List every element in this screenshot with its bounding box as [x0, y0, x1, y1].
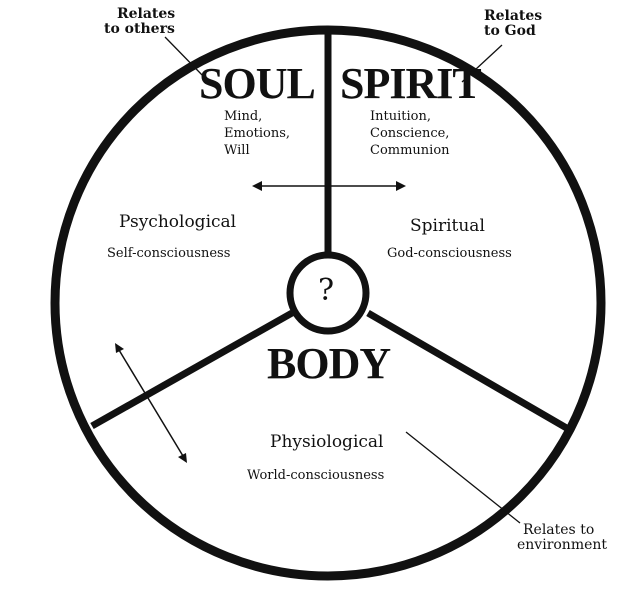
soul-faculties: Mind, Emotions, Will: [224, 108, 290, 159]
spirit-title: SPIRIT: [340, 59, 482, 108]
spirit-faculty-communion: Communion: [370, 143, 450, 158]
soul-relation-line1: Relates: [117, 6, 176, 22]
body-category: Physiological: [270, 432, 384, 452]
spirit-consciousness: God-consciousness: [387, 246, 512, 261]
soul-callout-line: [164, 36, 206, 79]
soul-body-double-arrow: [115, 343, 187, 463]
center-circle: [286, 251, 370, 335]
spirit-callout-line: [461, 44, 503, 83]
spirit-relation-line1: Relates: [484, 8, 543, 24]
soul-spirit-double-arrow: [252, 181, 406, 191]
spirit-category: Spiritual: [410, 216, 485, 236]
soul-faculty-mind: Mind,: [224, 109, 263, 124]
spirit-body-divider: [366, 309, 572, 434]
spirit-relation-callout: Relates to God: [484, 9, 542, 39]
spirit-faculty-intuition: Intuition,: [370, 109, 431, 124]
body-title: BODY: [267, 339, 391, 388]
soul-faculty-will: Will: [224, 143, 250, 158]
body-relation-callout: Relates to environment: [517, 523, 607, 553]
spirit-faculty-conscience: Conscience,: [370, 126, 450, 141]
soul-faculty-emotions: Emotions,: [224, 126, 291, 141]
soul-category: Psychological: [119, 212, 237, 232]
spirit-faculties: Intuition, Conscience, Communion: [370, 108, 450, 159]
center-question-mark: ?: [318, 273, 335, 308]
body-relation-line2: environment: [517, 537, 608, 553]
spirit-relation-line2: to God: [484, 23, 536, 39]
soul-relation-callout: Relates to others: [104, 7, 175, 37]
body-relation-line1: Relates to: [523, 522, 595, 538]
soul-relation-line2: to others: [104, 21, 175, 37]
soul-body-divider: [90, 309, 294, 430]
body-callout-line: [405, 431, 521, 524]
soul-title: SOUL: [199, 59, 316, 108]
body-consciousness: World-consciousness: [247, 468, 385, 483]
soul-consciousness: Self-consciousness: [107, 246, 231, 261]
